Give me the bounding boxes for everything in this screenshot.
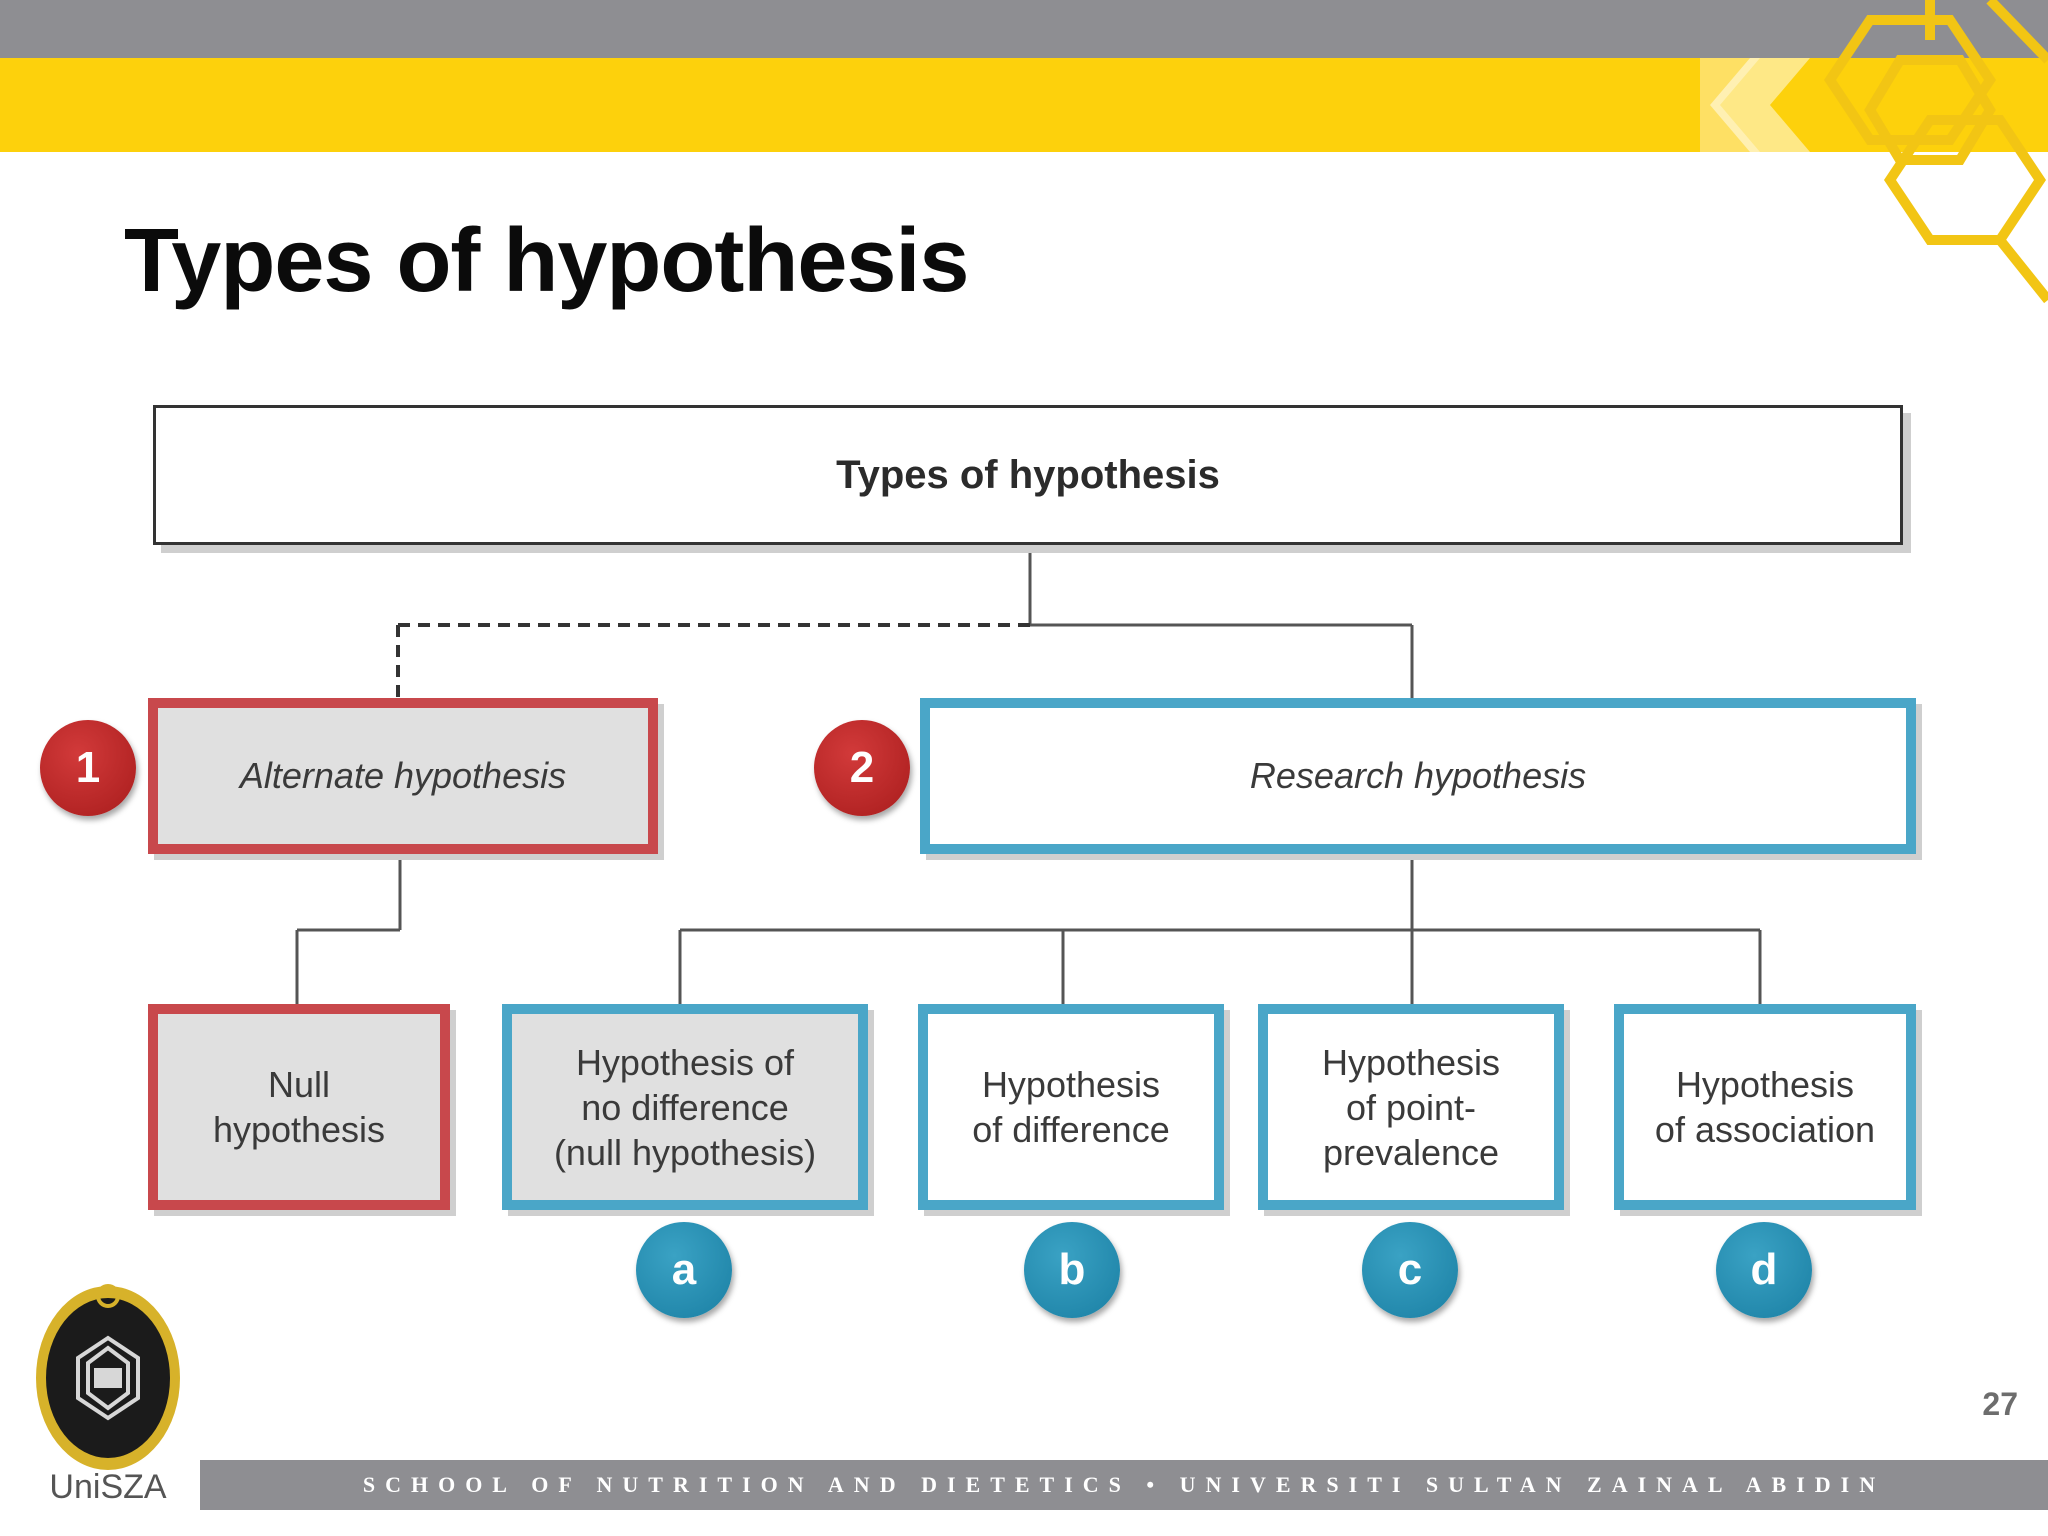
badge-a: a	[636, 1222, 732, 1318]
difference-line2: of difference	[972, 1109, 1170, 1150]
badge-c: c	[1362, 1222, 1458, 1318]
svg-text:UniSZA: UniSZA	[49, 1468, 166, 1506]
point-prevalence-node: Hypothesis of point- prevalence	[1258, 1004, 1564, 1210]
alternate-hypothesis-label: Alternate hypothesis	[239, 755, 567, 796]
difference-line1: Hypothesis	[981, 1064, 1161, 1105]
no-difference-line3: (null hypothesis)	[553, 1131, 817, 1173]
page-number: 27	[1982, 1386, 2018, 1422]
no-difference-line1: Hypothesis of	[575, 1041, 795, 1083]
research-hypothesis-label: Research hypothesis	[1249, 755, 1587, 796]
root-node: Types of hypothesis	[153, 405, 1903, 545]
null-hypothesis-line2: hypothesis	[212, 1109, 386, 1150]
root-node-label: Types of hypothesis	[836, 452, 1220, 497]
alternate-hypothesis-node: Alternate hypothesis	[148, 698, 658, 854]
unisza-logo-icon: UniSZA	[36, 1284, 180, 1506]
badge-2: 2	[814, 720, 910, 816]
corner-ornament-icon	[1700, 0, 2048, 304]
null-hypothesis-line1: Null	[267, 1064, 330, 1105]
association-line1: Hypothesis	[1675, 1064, 1855, 1105]
no-difference-line2: no difference	[581, 1086, 789, 1128]
null-hypothesis-node: Null hypothesis	[148, 1004, 450, 1210]
footer-text: SCHOOL OF NUTRITION AND DIETETICS • UNIV…	[362, 1472, 1886, 1497]
badge-1: 1	[40, 720, 136, 816]
association-line2: of association	[1654, 1109, 1876, 1150]
footer-bar: SCHOOL OF NUTRITION AND DIETETICS • UNIV…	[200, 1460, 2048, 1510]
no-difference-node: Hypothesis of no difference (null hypoth…	[502, 1004, 868, 1210]
slide-title: Types of hypothesis	[124, 211, 969, 311]
badge-b: b	[1024, 1222, 1120, 1318]
point-prevalence-line1: Hypothesis	[1321, 1041, 1501, 1083]
research-hypothesis-node: Research hypothesis	[920, 698, 1916, 854]
top-grey-bar	[0, 0, 2048, 58]
point-prevalence-line3: prevalence	[1322, 1131, 1500, 1173]
point-prevalence-line2: of point-	[1345, 1086, 1477, 1128]
difference-node: Hypothesis of difference	[918, 1004, 1224, 1210]
badge-d: d	[1716, 1222, 1812, 1318]
association-node: Hypothesis of association	[1614, 1004, 1916, 1210]
